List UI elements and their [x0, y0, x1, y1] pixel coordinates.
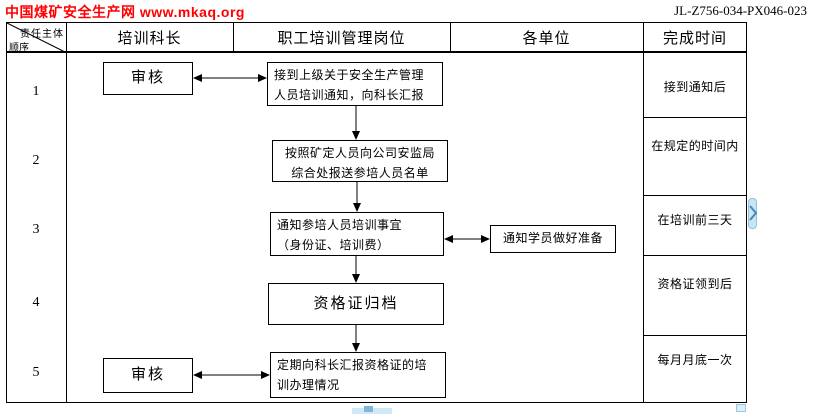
time-cell-1: 接到通知后: [663, 80, 727, 94]
flow-box-units-prepare: 通知学员做好准备: [490, 225, 616, 253]
corner-label-responsible: 责任主体: [20, 29, 64, 40]
time-cell-2: 在规定的时间内: [651, 139, 739, 153]
row-number-4: 4: [32, 295, 40, 310]
row-number-5: 5: [32, 365, 40, 380]
collapse-handle[interactable]: [748, 198, 757, 229]
bottom-artifact-right: [736, 404, 746, 412]
flow-box-submit-name-list: 按照矿定人员向公司安监局综合处报送参培人员名单: [272, 140, 448, 182]
flow-box-certificate-filing: 资格证归档: [268, 283, 444, 325]
time-cell-5: 每月月底一次: [657, 353, 733, 367]
flow-box-receive-notice: 接到上级关于安全生产管理人员培训通知，向科长汇报: [267, 62, 443, 106]
corner-label-sequence: 顺序: [9, 43, 29, 54]
row-number-1: 1: [32, 84, 40, 99]
column-header-training-mgmt-post: 职工培训管理岗位: [277, 30, 406, 47]
site-banner: 中国煤矿安全生产网 www.mkaq.org: [5, 4, 245, 20]
column-header-training-chief: 培训科长: [117, 30, 182, 47]
flow-box-notify-trainees: 通知参培人员培训事宜 （身份证、培训费）: [270, 212, 444, 256]
column-header-each-unit: 各单位: [522, 30, 571, 47]
time-cell-3: 在培训前三天: [657, 213, 733, 227]
bottom-artifact-left: [352, 406, 392, 414]
flow-box-review-1: 审核: [103, 62, 193, 95]
row-number-2: 2: [32, 153, 40, 168]
column-header-completion-time: 完成时间: [662, 30, 727, 47]
flow-box-review-2: 审核: [103, 358, 193, 393]
row-number-3: 3: [32, 222, 40, 237]
time-cell-4: 资格证领到后: [657, 277, 733, 291]
flow-box-periodic-report: 定期向科长汇报资格证的培训办理情况: [270, 352, 446, 398]
document-number: JL-Z756-034-PX046-023: [674, 3, 807, 18]
